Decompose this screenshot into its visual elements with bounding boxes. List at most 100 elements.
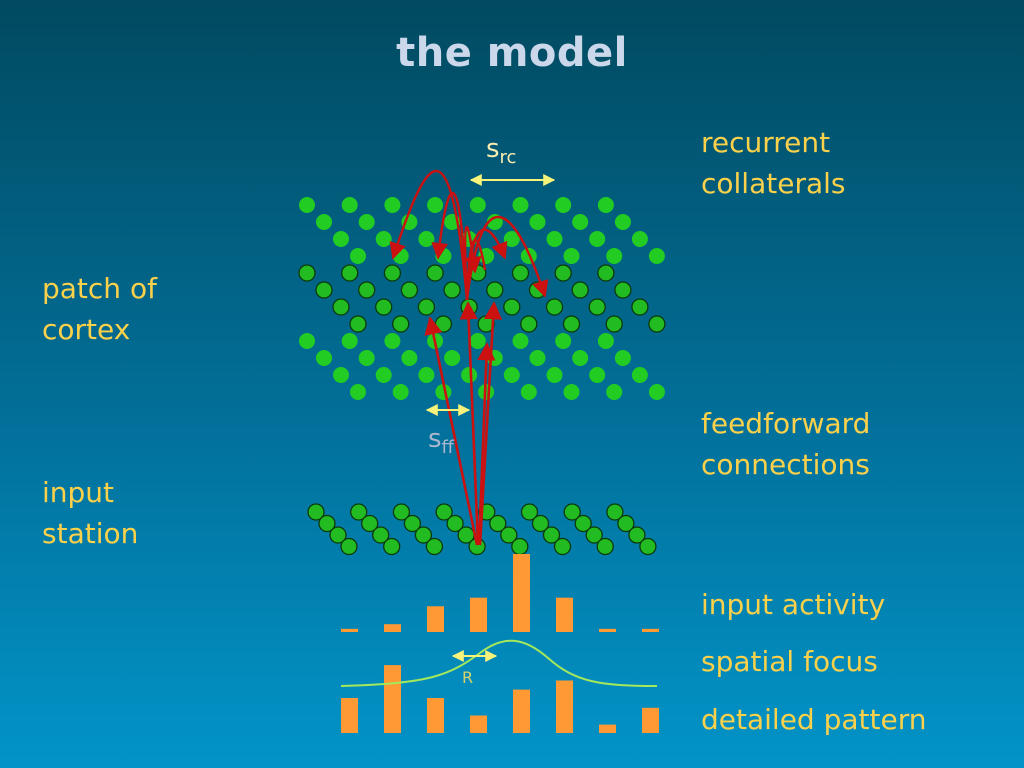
neuron — [512, 333, 529, 349]
neuron — [503, 231, 520, 247]
feedforward-arrow — [477, 342, 496, 546]
neuron — [361, 514, 379, 533]
neuron — [329, 526, 347, 544]
neuron — [375, 298, 393, 316]
neuron — [358, 281, 376, 299]
neuron — [545, 298, 564, 316]
neuron — [446, 514, 464, 533]
neuron — [392, 384, 409, 400]
neuron — [531, 514, 550, 533]
feedforward-arrow — [478, 301, 503, 546]
recurrent-collaterals-label: recurrent collaterals — [701, 126, 846, 200]
neuron — [401, 350, 418, 366]
bar — [427, 698, 444, 733]
neuron — [597, 333, 614, 349]
recurrent-arrow — [463, 225, 482, 301]
neuron — [571, 281, 589, 299]
recurrent-collateral-arrows — [389, 169, 549, 301]
bar — [599, 724, 616, 733]
neuron — [572, 350, 589, 366]
neuron — [648, 248, 665, 264]
input-station-label: input station — [42, 476, 139, 550]
input-activity-label: input activity — [701, 588, 886, 621]
neuron — [316, 214, 332, 230]
neuron — [443, 281, 461, 299]
neuron — [414, 526, 433, 544]
neuron — [403, 514, 422, 533]
neuron — [435, 503, 453, 521]
neuron — [383, 537, 401, 556]
neuron — [418, 231, 435, 247]
neuron — [596, 537, 614, 556]
neuron — [384, 333, 401, 349]
neuron — [614, 281, 632, 299]
bar — [384, 665, 401, 733]
neuron — [384, 197, 401, 213]
neuron — [563, 384, 580, 400]
neuron — [469, 197, 486, 213]
neuron — [606, 503, 624, 521]
detailed-pattern-bars — [341, 665, 659, 733]
feedforward-arrow — [424, 316, 479, 546]
r-symbol: R — [462, 668, 473, 687]
neuron — [341, 197, 358, 213]
neuron — [631, 367, 648, 383]
neuron — [546, 231, 563, 247]
neuron — [316, 350, 332, 366]
neuron — [350, 384, 366, 400]
neuron — [444, 350, 461, 366]
detailed-pattern-label: detailed pattern — [701, 703, 927, 736]
neuron — [554, 264, 572, 282]
neuron — [597, 264, 615, 282]
neuron — [606, 384, 623, 400]
neuron — [489, 514, 507, 533]
neuron — [563, 248, 580, 264]
neuron — [520, 315, 538, 333]
bar — [470, 715, 487, 733]
neuron — [520, 503, 539, 521]
neuron — [628, 526, 646, 544]
neuron — [307, 503, 325, 521]
neuron — [349, 315, 367, 333]
neuron — [299, 197, 315, 213]
bar — [556, 680, 573, 733]
neuron — [375, 231, 392, 247]
bar — [642, 707, 659, 733]
neuron — [461, 367, 478, 383]
neuron — [401, 214, 418, 230]
neuron — [588, 298, 606, 316]
spatial-focus-curve — [340, 639, 658, 687]
neuron — [500, 526, 518, 544]
neuron — [350, 248, 366, 264]
patch-of-cortex-label: patch of cortex — [42, 272, 157, 346]
neuron — [553, 537, 572, 556]
bar — [599, 628, 616, 632]
cortex-lower-neuron-sheet — [299, 333, 665, 400]
neuron — [631, 298, 649, 316]
neuron — [542, 526, 561, 544]
neuron — [318, 514, 336, 533]
neuron — [585, 526, 603, 544]
neuron — [589, 231, 606, 247]
bar — [642, 628, 659, 632]
neuron — [358, 350, 375, 366]
neuron — [614, 214, 631, 230]
neuron — [648, 384, 665, 400]
bar — [513, 554, 530, 632]
neuron — [372, 526, 390, 544]
neuron — [562, 315, 581, 333]
neuron — [614, 350, 631, 366]
recurrent-arrow — [389, 169, 469, 301]
neuron — [503, 367, 520, 383]
cortex-middle-neuron-sheet — [298, 264, 666, 333]
neuron — [392, 503, 411, 521]
neuron — [299, 333, 315, 349]
neuron — [617, 514, 635, 533]
neuron — [511, 537, 529, 556]
neuron — [555, 333, 572, 349]
neuron — [555, 197, 572, 213]
input-activity-bars — [341, 554, 659, 632]
feedforward-connections-label: feedforward connections — [701, 407, 871, 481]
bar — [513, 689, 530, 733]
